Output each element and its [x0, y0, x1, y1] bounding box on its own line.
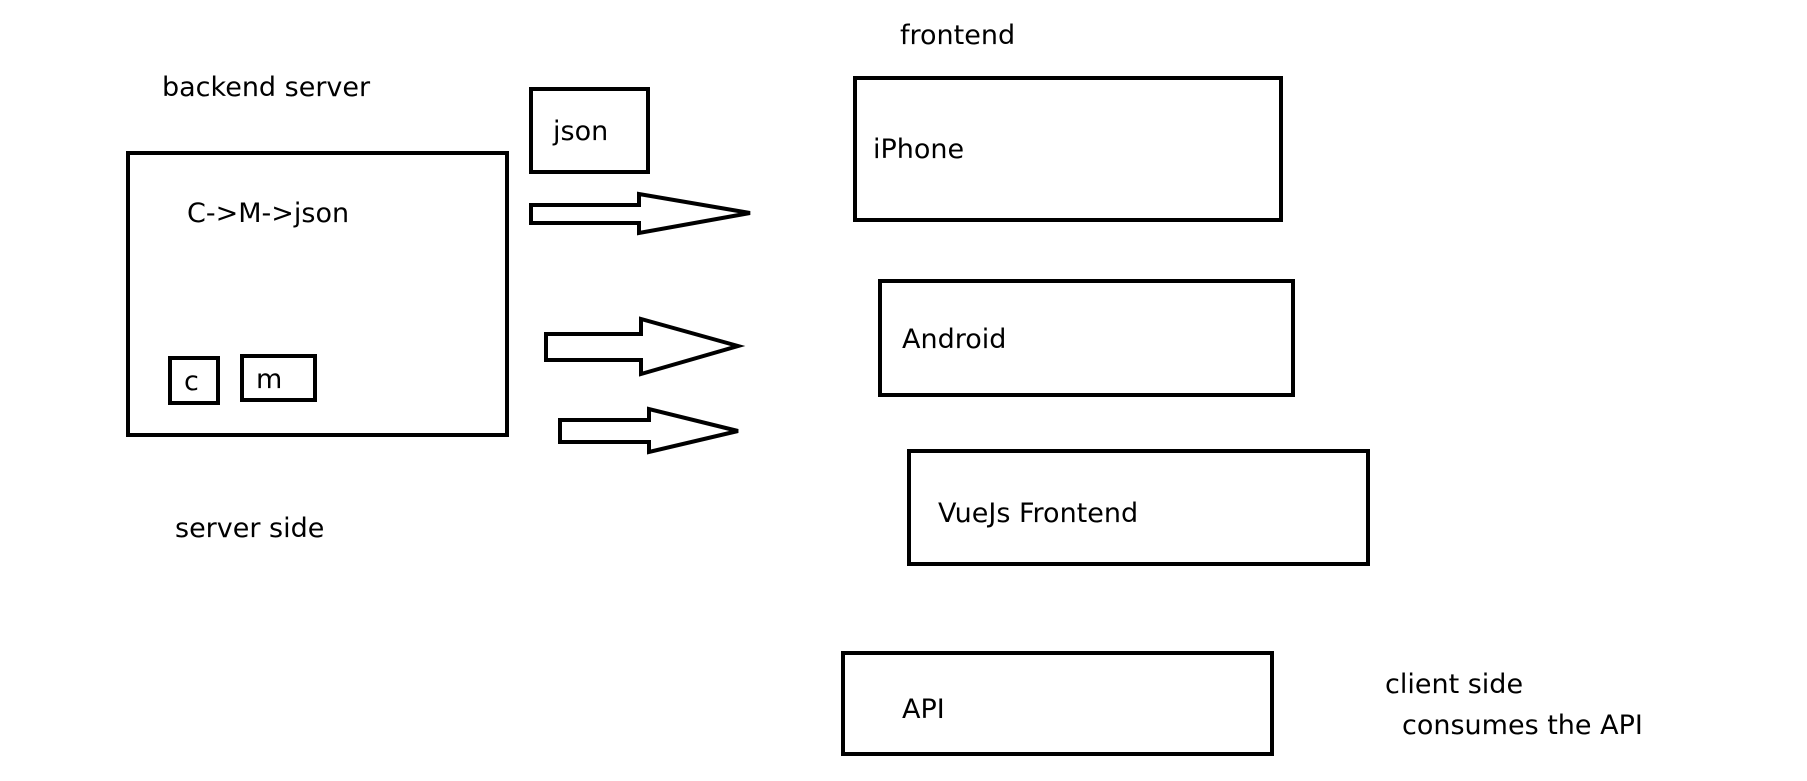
vuejs-label: VueJs Frontend — [938, 498, 1139, 529]
android-box — [878, 279, 1295, 397]
api-box — [841, 651, 1274, 756]
json-label: json — [553, 116, 609, 147]
android-label: Android — [902, 324, 1007, 355]
backend-server-label: backend server — [162, 72, 371, 103]
arrow-to-iphone — [529, 191, 751, 236]
frontend-label: frontend — [900, 20, 1016, 51]
client-side-label: client side — [1385, 669, 1524, 700]
iphone-label: iPhone — [873, 134, 965, 165]
server-box — [126, 151, 509, 437]
consumes-api-label: consumes the API — [1402, 710, 1643, 741]
json-box — [529, 87, 650, 174]
api-label: API — [902, 694, 945, 725]
controller-label: c — [184, 366, 199, 397]
arrow-to-android — [544, 316, 746, 377]
arrow-to-vuejs — [558, 406, 739, 455]
model-box — [240, 354, 317, 402]
server-side-label: server side — [175, 513, 325, 544]
vuejs-box — [907, 449, 1370, 566]
controller-box — [168, 356, 220, 405]
model-label: m — [256, 364, 283, 395]
server-flow-label: C->M->json — [187, 198, 350, 229]
iphone-box — [853, 76, 1283, 222]
